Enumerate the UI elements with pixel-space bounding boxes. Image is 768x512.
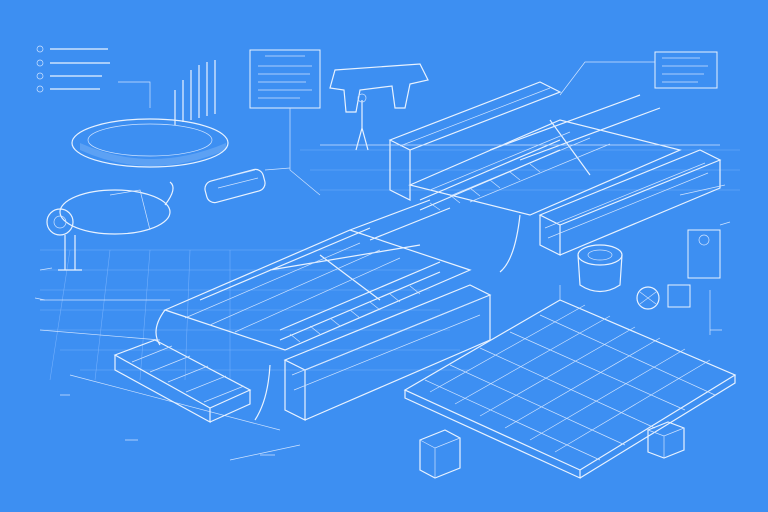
annotation-marks bbox=[34, 221, 731, 456]
conveyor-assembly bbox=[39, 81, 722, 461]
grid-panel bbox=[403, 285, 737, 479]
small-crate-left bbox=[419, 429, 461, 479]
gripper-arm bbox=[329, 63, 429, 151]
legend bbox=[36, 45, 110, 93]
motor-unit bbox=[204, 167, 291, 204]
pump-unit bbox=[46, 181, 174, 271]
callout-box-top-center bbox=[249, 49, 321, 196]
small-crate-right bbox=[647, 421, 685, 459]
floor-grid bbox=[40, 149, 740, 381]
valve-housing bbox=[636, 286, 660, 310]
processing-tray bbox=[71, 60, 229, 168]
junction-box bbox=[667, 184, 726, 335]
battery-pack bbox=[113, 339, 252, 424]
callout-box-top-right bbox=[559, 51, 718, 96]
coil-spool bbox=[577, 244, 623, 293]
